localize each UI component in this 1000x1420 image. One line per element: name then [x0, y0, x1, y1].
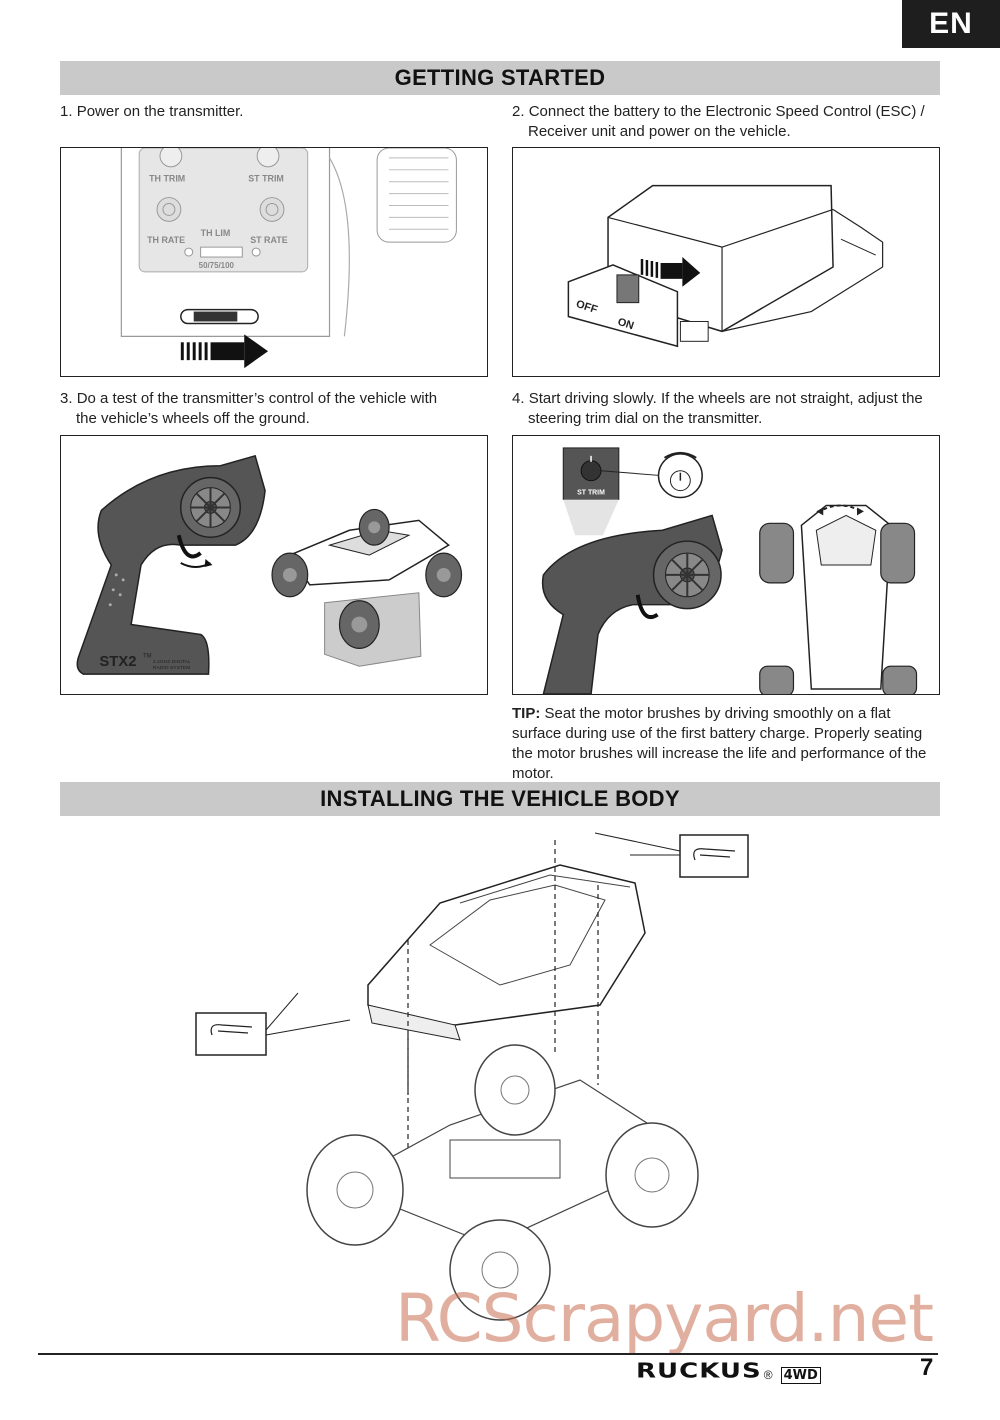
brand-logo: RUCKUS — [636, 1359, 762, 1383]
radio-system-label-2: RADIO SYSTEM — [153, 665, 190, 671]
section-header-getting-started: GETTING STARTED — [60, 61, 940, 95]
figure-esc-power: OFF ON — [512, 147, 940, 377]
footer-brand: RUCKUS ® 4WD — [636, 1356, 821, 1386]
step-number: 2. — [512, 103, 525, 120]
step-number: 4. — [512, 390, 525, 407]
stx2-tm-label: TM — [143, 653, 152, 659]
tip-text: Seat the motor brushes by driving smooth… — [512, 705, 927, 782]
watermark-text: RCScrapyard.net — [395, 1280, 934, 1357]
label-th-lim: TH LIM — [201, 228, 231, 238]
step-3: 3. Do a test of the transmitter’s contro… — [60, 389, 490, 429]
tip-paragraph: TIP: Seat the motor brushes by driving s… — [512, 704, 940, 784]
step-number: 1. — [60, 103, 73, 120]
esc-receiver-illustration: OFF ON — [567, 184, 884, 348]
body-clip-icon — [210, 1024, 253, 1036]
label-st-rate: ST RATE — [250, 235, 287, 245]
footer-rule — [38, 1353, 938, 1355]
language-tab: EN — [902, 0, 1000, 48]
step-2: 2. Connect the battery to the Electronic… — [512, 102, 942, 142]
body-clip-icon — [693, 848, 736, 861]
step-text: Connect the battery to the Electronic Sp… — [528, 103, 925, 120]
figure-transmitter-power: TH TRIM ST TRIM TH RATE TH LIM ST RATE 5… — [60, 147, 488, 377]
body-clip-callout-left — [195, 1012, 267, 1056]
step-text-cont: steering trim dial on the transmitter. — [528, 410, 763, 427]
step-text-cont: the vehicle’s wheels off the ground. — [76, 410, 310, 427]
label-th-rate: TH RATE — [147, 235, 185, 245]
label-th-lim-values: 50/75/100 — [199, 261, 235, 270]
brand-reg-mark: ® — [763, 1368, 773, 1382]
switch-on-label: ON — [616, 316, 635, 333]
step-1: 1. Power on the transmitter. — [60, 102, 490, 122]
section-header-installing-body: INSTALLING THE VEHICLE BODY — [60, 782, 940, 816]
step-number: 3. — [60, 390, 73, 407]
step-text: Start driving slowly. If the wheels are … — [528, 390, 923, 407]
label-st-trim: ST TRIM — [248, 174, 284, 184]
st-trim-label: ST TRIM — [577, 490, 605, 497]
label-th-trim: TH TRIM — [149, 174, 185, 184]
stx2-brand-label: STX2 — [99, 654, 136, 670]
radio-system-label-1: 2.4GHZ DIGITAL — [153, 659, 191, 665]
step-text: Do a test of the transmitter’s control o… — [76, 390, 438, 407]
figure-control-test: STX2 TM 2.4GHZ DIGITAL RADIO SYSTEM — [60, 435, 488, 695]
brand-4wd: 4WD — [780, 1367, 821, 1384]
body-installation-diagram — [195, 832, 749, 1321]
page-number: 7 — [920, 1354, 934, 1381]
step-text-cont: Receiver unit and power on the vehicle. — [528, 123, 791, 140]
tip-label: TIP: — [512, 705, 541, 722]
transmitter-and-truck-illustration: STX2 TM 2.4GHZ DIGITAL RADIO SYSTEM — [76, 454, 463, 675]
step-4: 4. Start driving slowly. If the wheels a… — [512, 389, 942, 429]
steering-trim-illustration: ST TRIM — [541, 447, 918, 694]
transmitter-panel-illustration: TH TRIM ST TRIM TH RATE TH LIM ST RATE 5… — [120, 148, 457, 369]
step-text: Power on the transmitter. — [76, 103, 244, 120]
figure-steering-trim: ST TRIM — [512, 435, 940, 695]
